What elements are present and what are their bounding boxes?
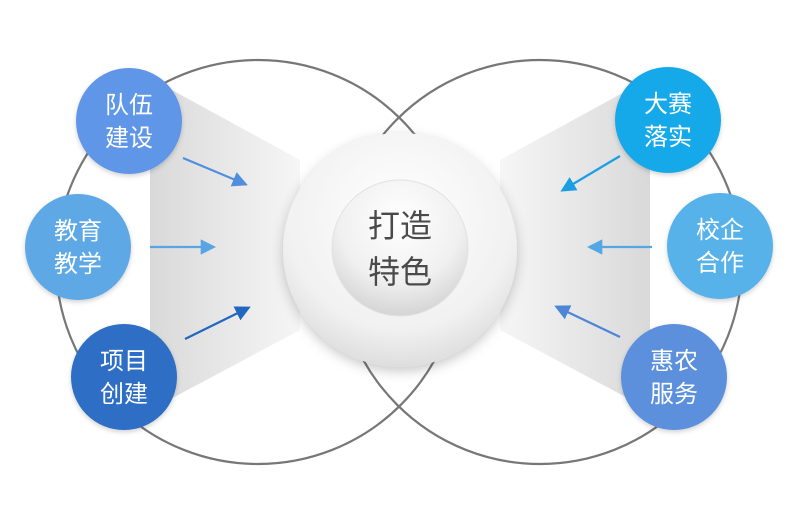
- node-label-line2: 服务: [650, 380, 698, 408]
- arrow-team-building: [182, 156, 248, 187]
- center-title-line2: 特色: [368, 253, 432, 291]
- node-label-line1: 大赛: [644, 90, 692, 118]
- node-circle: [76, 68, 182, 174]
- node-circle: [667, 193, 773, 299]
- node-circle: [621, 324, 727, 430]
- node-circle: [615, 67, 721, 173]
- arrow-competition-implementation: [560, 155, 621, 192]
- node-label-line1: 校企: [696, 216, 744, 244]
- node-label-line1: 队伍: [105, 91, 153, 119]
- node-education-teaching: 教育 教学: [25, 194, 131, 300]
- center-hub-inner: [331, 179, 469, 317]
- node-competition-implementation: 大赛 落实: [615, 67, 721, 173]
- node-label-line2: 创建: [100, 380, 148, 408]
- node-benefit-agriculture-service: 惠农 服务: [621, 324, 727, 430]
- arrow-project-creation: [184, 306, 251, 340]
- center-title-line1: 打造: [368, 207, 432, 245]
- node-team-building: 队伍 建设: [76, 68, 182, 174]
- node-label-line2: 落实: [644, 123, 692, 151]
- arrow-benefit-agriculture-service: [554, 305, 621, 338]
- node-circle: [25, 194, 131, 300]
- node-label-line1: 项目: [100, 347, 148, 375]
- node-school-enterprise-cooperation: 校企 合作: [667, 193, 773, 299]
- node-label-line1: 教育: [54, 217, 102, 245]
- node-circle: [71, 324, 177, 430]
- node-label-line2: 教学: [54, 250, 102, 278]
- node-label-line2: 合作: [696, 249, 744, 277]
- node-label-line2: 建设: [105, 124, 153, 152]
- node-label-line1: 惠农: [650, 347, 698, 375]
- node-project-creation: 项目 创建: [71, 324, 177, 430]
- center-hub: 打造 特色: [283, 133, 517, 367]
